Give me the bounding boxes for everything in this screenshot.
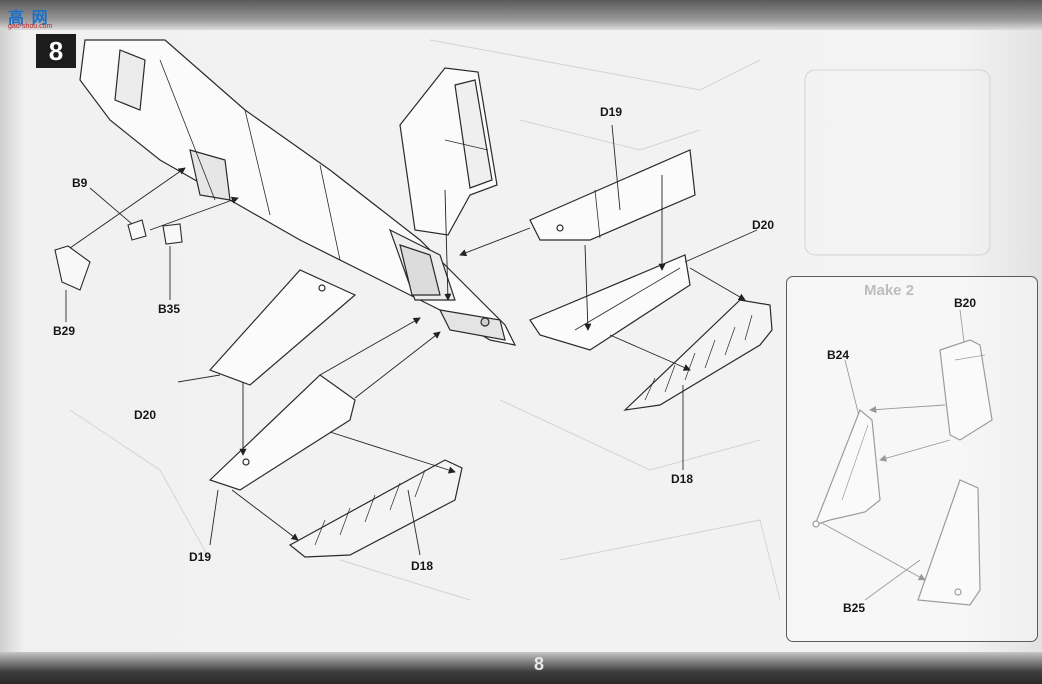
control-surface-right xyxy=(623,299,773,411)
control-surface-left xyxy=(288,459,463,558)
page-number: 8 xyxy=(533,654,544,674)
logo-text: 高 网 xyxy=(8,8,49,27)
small-parts xyxy=(54,219,183,291)
bleed-through-lines xyxy=(69,39,991,601)
callout-d18-right: D18 xyxy=(671,472,694,486)
callout-b25: B25 xyxy=(843,601,866,615)
elevator-right xyxy=(529,254,691,351)
callout-b29: B29 xyxy=(53,324,76,338)
callout-b24: B24 xyxy=(827,348,850,362)
part-b9 xyxy=(127,219,147,241)
callout-d19-left: D19 xyxy=(189,550,212,564)
callout-b20: B20 xyxy=(954,296,977,310)
stabilizer-right xyxy=(529,149,696,241)
callout-b35: B35 xyxy=(158,302,181,316)
part-b29 xyxy=(54,245,91,291)
watermark-logo: 高 网 gao-shou.com xyxy=(6,4,76,34)
top-scan-band xyxy=(0,0,1042,30)
stabilizer-left xyxy=(208,269,357,386)
elevator-left xyxy=(208,374,356,491)
step-number-badge: 8 xyxy=(36,34,76,68)
callout-b9: B9 xyxy=(72,176,88,190)
callout-d19-right: D19 xyxy=(600,105,623,119)
part-b35 xyxy=(162,223,183,245)
logo-url: gao-shou.com xyxy=(8,23,53,30)
fuselage xyxy=(79,39,517,346)
vertical-tail xyxy=(399,67,498,236)
callout-d18-left: D18 xyxy=(411,559,434,573)
inset-heading-ghost: Make 2 xyxy=(864,282,915,299)
callout-d20-right: D20 xyxy=(752,218,775,232)
bottom-scan-band xyxy=(0,652,1042,684)
inset-make-2-box xyxy=(786,276,1038,642)
callout-d20-left: D20 xyxy=(134,408,157,422)
